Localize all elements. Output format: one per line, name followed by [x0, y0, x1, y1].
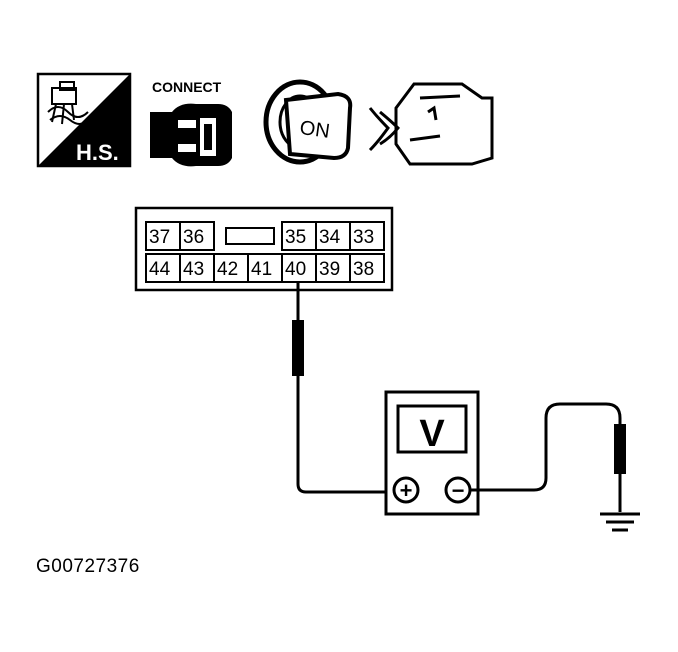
positive-lead-wire — [296, 376, 392, 494]
hs-label: H.S. — [76, 140, 119, 165]
harness-icon-diagonal — [38, 74, 130, 166]
meter-unit-label: V — [419, 413, 445, 455]
ignition-on-label: ON — [298, 117, 331, 143]
pin-label: 38 — [353, 259, 374, 280]
figure-id-caption: G00727376 — [36, 556, 140, 577]
negative-symbol: − — [452, 478, 465, 503]
pin-label: 44 — [149, 259, 171, 280]
pin-label: 39 — [319, 259, 340, 280]
positive-symbol: + — [400, 478, 413, 503]
probe-tip — [292, 320, 304, 376]
harness-icon-group: H.S. — [36, 72, 132, 168]
ground-icon — [600, 512, 640, 532]
pin-label: 35 — [285, 227, 306, 248]
ignition-icon-group: ON — [263, 79, 353, 165]
pin-cell — [179, 221, 215, 251]
pin-label: 40 — [285, 259, 306, 280]
pin-label: 33 — [353, 227, 374, 248]
voltmeter: V + − — [384, 390, 480, 516]
connect-icon-group: CONNECT — [150, 79, 232, 167]
pin-cell — [349, 253, 385, 283]
pin-label: 42 — [217, 259, 238, 280]
connect-label: CONNECT — [152, 79, 222, 95]
positive-terminal — [392, 476, 420, 504]
pin-label: 34 — [319, 227, 341, 248]
harness-drawing — [47, 81, 89, 125]
connector-block: 37 36 35 34 33 44 43 42 41 40 39 38 — [134, 206, 394, 292]
connector-lock-tab — [225, 227, 275, 245]
pin-cell — [349, 221, 385, 251]
meter-display — [396, 404, 468, 454]
negative-probe — [470, 402, 640, 532]
positive-probe — [292, 282, 392, 494]
negative-lead-wire — [470, 402, 622, 492]
connector-icon — [150, 103, 232, 167]
engine-icon-group — [368, 82, 494, 166]
pin-label: 43 — [183, 259, 204, 280]
pin-label: 37 — [149, 227, 170, 248]
pin-label: 41 — [251, 259, 272, 280]
engine-running-icon — [394, 82, 494, 166]
pin-label: 36 — [183, 227, 204, 248]
probe-tip — [614, 424, 626, 474]
